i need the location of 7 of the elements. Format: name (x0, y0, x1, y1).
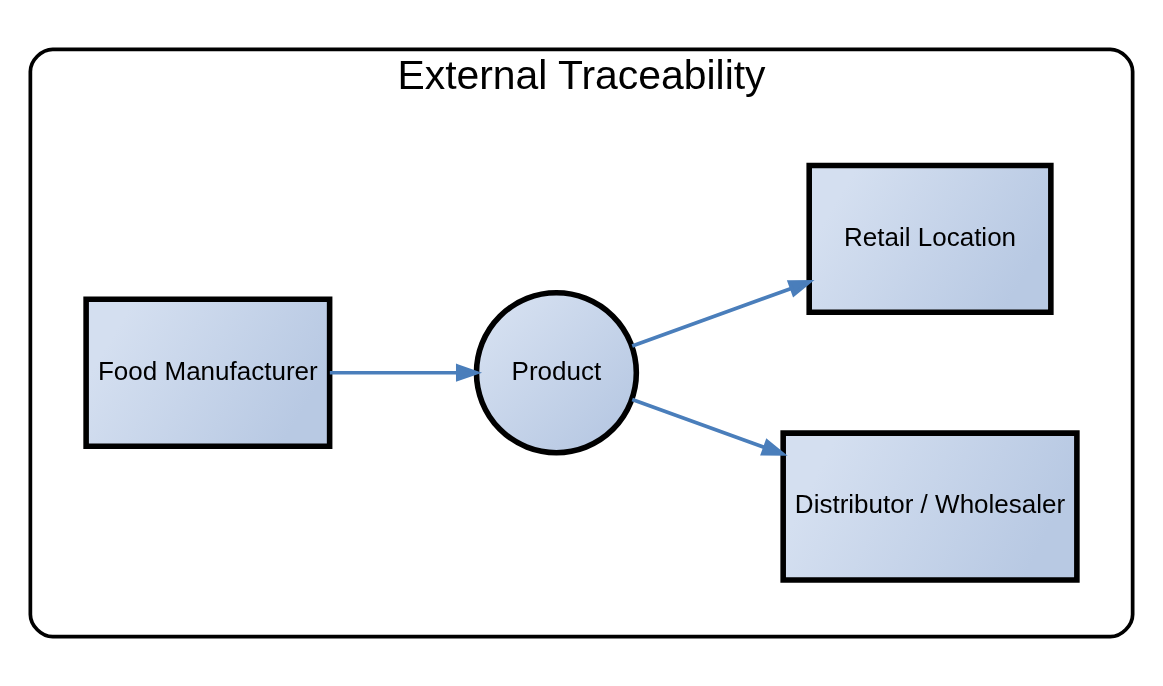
arrow (631, 280, 815, 348)
arrow (329, 363, 483, 382)
node-box: Food Manufacturer (83, 296, 333, 449)
arrow (631, 397, 788, 456)
node-box: Distributor / Wholesaler (780, 430, 1080, 583)
node-circle: Product (473, 290, 640, 456)
node-box: Retail Location (806, 162, 1054, 316)
